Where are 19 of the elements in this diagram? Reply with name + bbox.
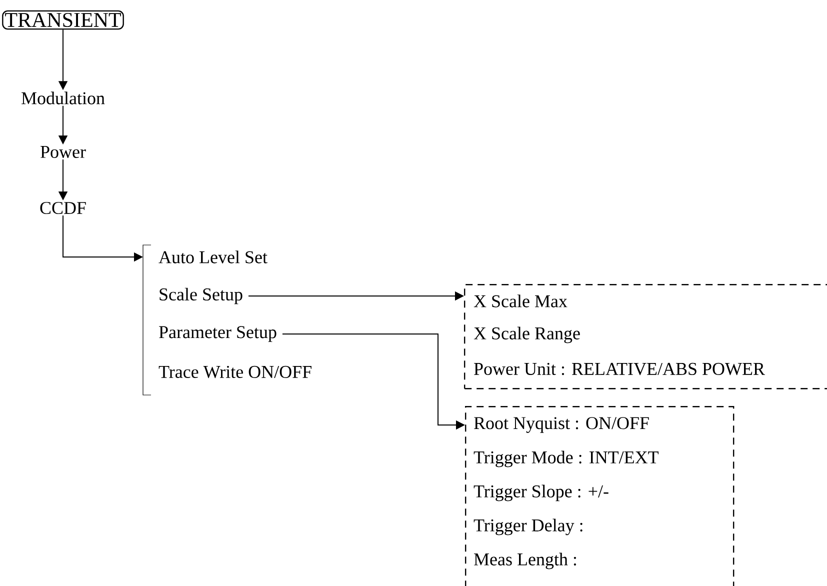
dashed-box xyxy=(465,406,734,586)
menu-item: Scale Setup xyxy=(160,288,242,304)
menu-label: Power xyxy=(40,146,86,158)
menu-item: Parameter Setup xyxy=(159,326,276,342)
dashed-box xyxy=(464,284,827,390)
menu-item: X Scale Max xyxy=(474,294,568,308)
menu-label: CCDF xyxy=(40,202,86,214)
menu-item: Trace Write ON/OFF xyxy=(158,366,312,378)
title-box: TRANSIENT xyxy=(2,10,124,30)
menu-item: X Scale Range xyxy=(474,326,580,344)
menu-item: Trigger Mode : INT/EXT xyxy=(474,450,659,468)
menu-item: Trigger Delay : xyxy=(474,518,582,536)
menu-label: Modulation xyxy=(22,92,105,104)
menu-item: Meas Length : xyxy=(474,552,576,570)
menu-item: Auto Level Set xyxy=(158,250,268,264)
menu-bracket xyxy=(142,244,152,396)
menu-item: Root Nyquist : ON/OFF xyxy=(474,417,649,433)
menu-item: Power Unit : RELATIVE/ABS POWER xyxy=(474,362,765,376)
menu-item: Trigger Slope : +/- xyxy=(474,484,608,502)
